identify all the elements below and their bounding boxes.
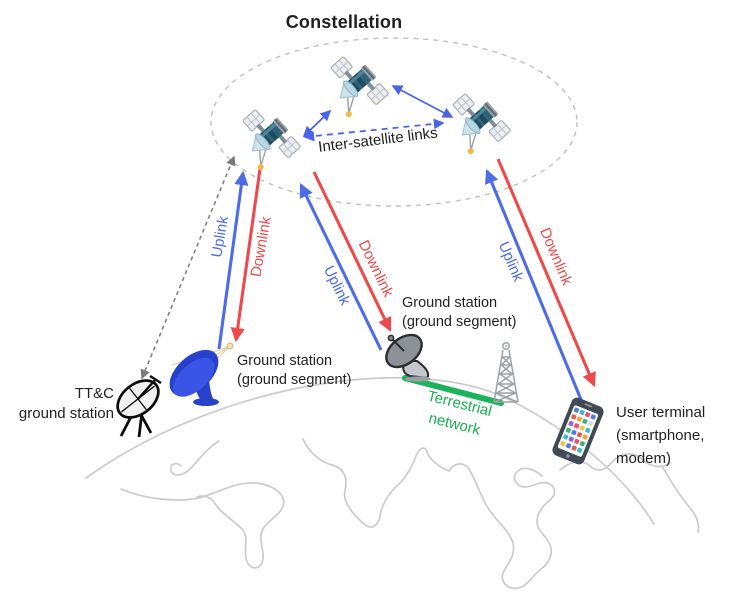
app-dot [579, 425, 585, 431]
app-dot [577, 447, 583, 453]
isl-arrow [302, 109, 332, 138]
app-dot [585, 427, 591, 433]
app-dot [582, 418, 588, 425]
ground-station-mid-line2: (ground segment) [402, 314, 517, 330]
satellite-icon [226, 101, 303, 179]
feeder-links [217, 158, 596, 403]
satellite-icon [436, 85, 513, 163]
app-dot [584, 412, 591, 418]
constellation-orbit-outline [210, 37, 578, 207]
ground-station-left-line1: Ground station [237, 353, 333, 369]
inter-satellite-links [302, 85, 454, 142]
ttc-link-arrow [140, 155, 236, 380]
ground-station-left-label: Ground station (ground segment) [237, 352, 351, 390]
user-terminal-line1: User terminal [616, 404, 706, 421]
smartphone-apps [560, 407, 596, 453]
cell-tower-icon [493, 342, 519, 403]
app-dot [565, 427, 572, 433]
constellation-title: Constellation [285, 11, 403, 32]
downlink-arrow-right [496, 158, 596, 387]
ground-dish-blue-icon [169, 342, 234, 406]
app-dot [568, 436, 574, 442]
ground-station-mid-label: Ground station (ground segment) [402, 294, 516, 332]
ttc-line2: ground station [18, 405, 114, 422]
app-dot [576, 416, 582, 422]
isl-arrow-dashed [303, 118, 445, 142]
map-outline [302, 438, 450, 528]
app-dot [574, 438, 580, 445]
ground-station-left-line2: (ground segment) [237, 372, 352, 388]
app-dot [563, 434, 569, 440]
uplink-arrow-left [217, 170, 249, 350]
user-terminal-label: User terminal (smartphone, modem) [616, 401, 705, 470]
ttc-line1: TT&C [74, 385, 114, 402]
terrestrial-network-line [402, 375, 504, 406]
app-dot [571, 414, 577, 420]
earth-horizon-arc [85, 376, 655, 525]
app-dot [565, 443, 572, 449]
map-outline [448, 463, 556, 590]
app-dot [590, 414, 596, 420]
map-outline [120, 482, 285, 569]
map-outline [169, 440, 220, 476]
app-dot [560, 440, 566, 447]
isl-arrow [391, 85, 454, 118]
app-dot [582, 434, 588, 440]
app-dot [568, 420, 574, 427]
downlink-arrow-mid [312, 171, 392, 332]
app-dot [571, 445, 577, 451]
user-terminal-line2: (smartphone, [616, 427, 705, 444]
app-dot [576, 432, 583, 438]
user-terminal-line3: modem) [616, 450, 672, 467]
app-dot [579, 409, 585, 416]
app-dot [579, 441, 586, 447]
app-dot [574, 423, 580, 429]
map-outline [661, 465, 700, 533]
app-dot [587, 421, 594, 427]
ground-dish-gray-icon [385, 333, 431, 382]
ground-station-mid-line1: Ground station [402, 295, 498, 311]
uplink-arrow-mid [299, 183, 383, 351]
app-dot [573, 407, 580, 413]
smartphone-icon [552, 397, 604, 465]
uplink-arrow-right [485, 169, 584, 403]
world-map-sketch [85, 376, 700, 590]
app-dot [571, 429, 577, 436]
ttc-ground-station-label: TT&C ground station [10, 384, 114, 424]
downlink-arrow-left [230, 168, 262, 343]
ttc-dish-icon [116, 374, 162, 438]
